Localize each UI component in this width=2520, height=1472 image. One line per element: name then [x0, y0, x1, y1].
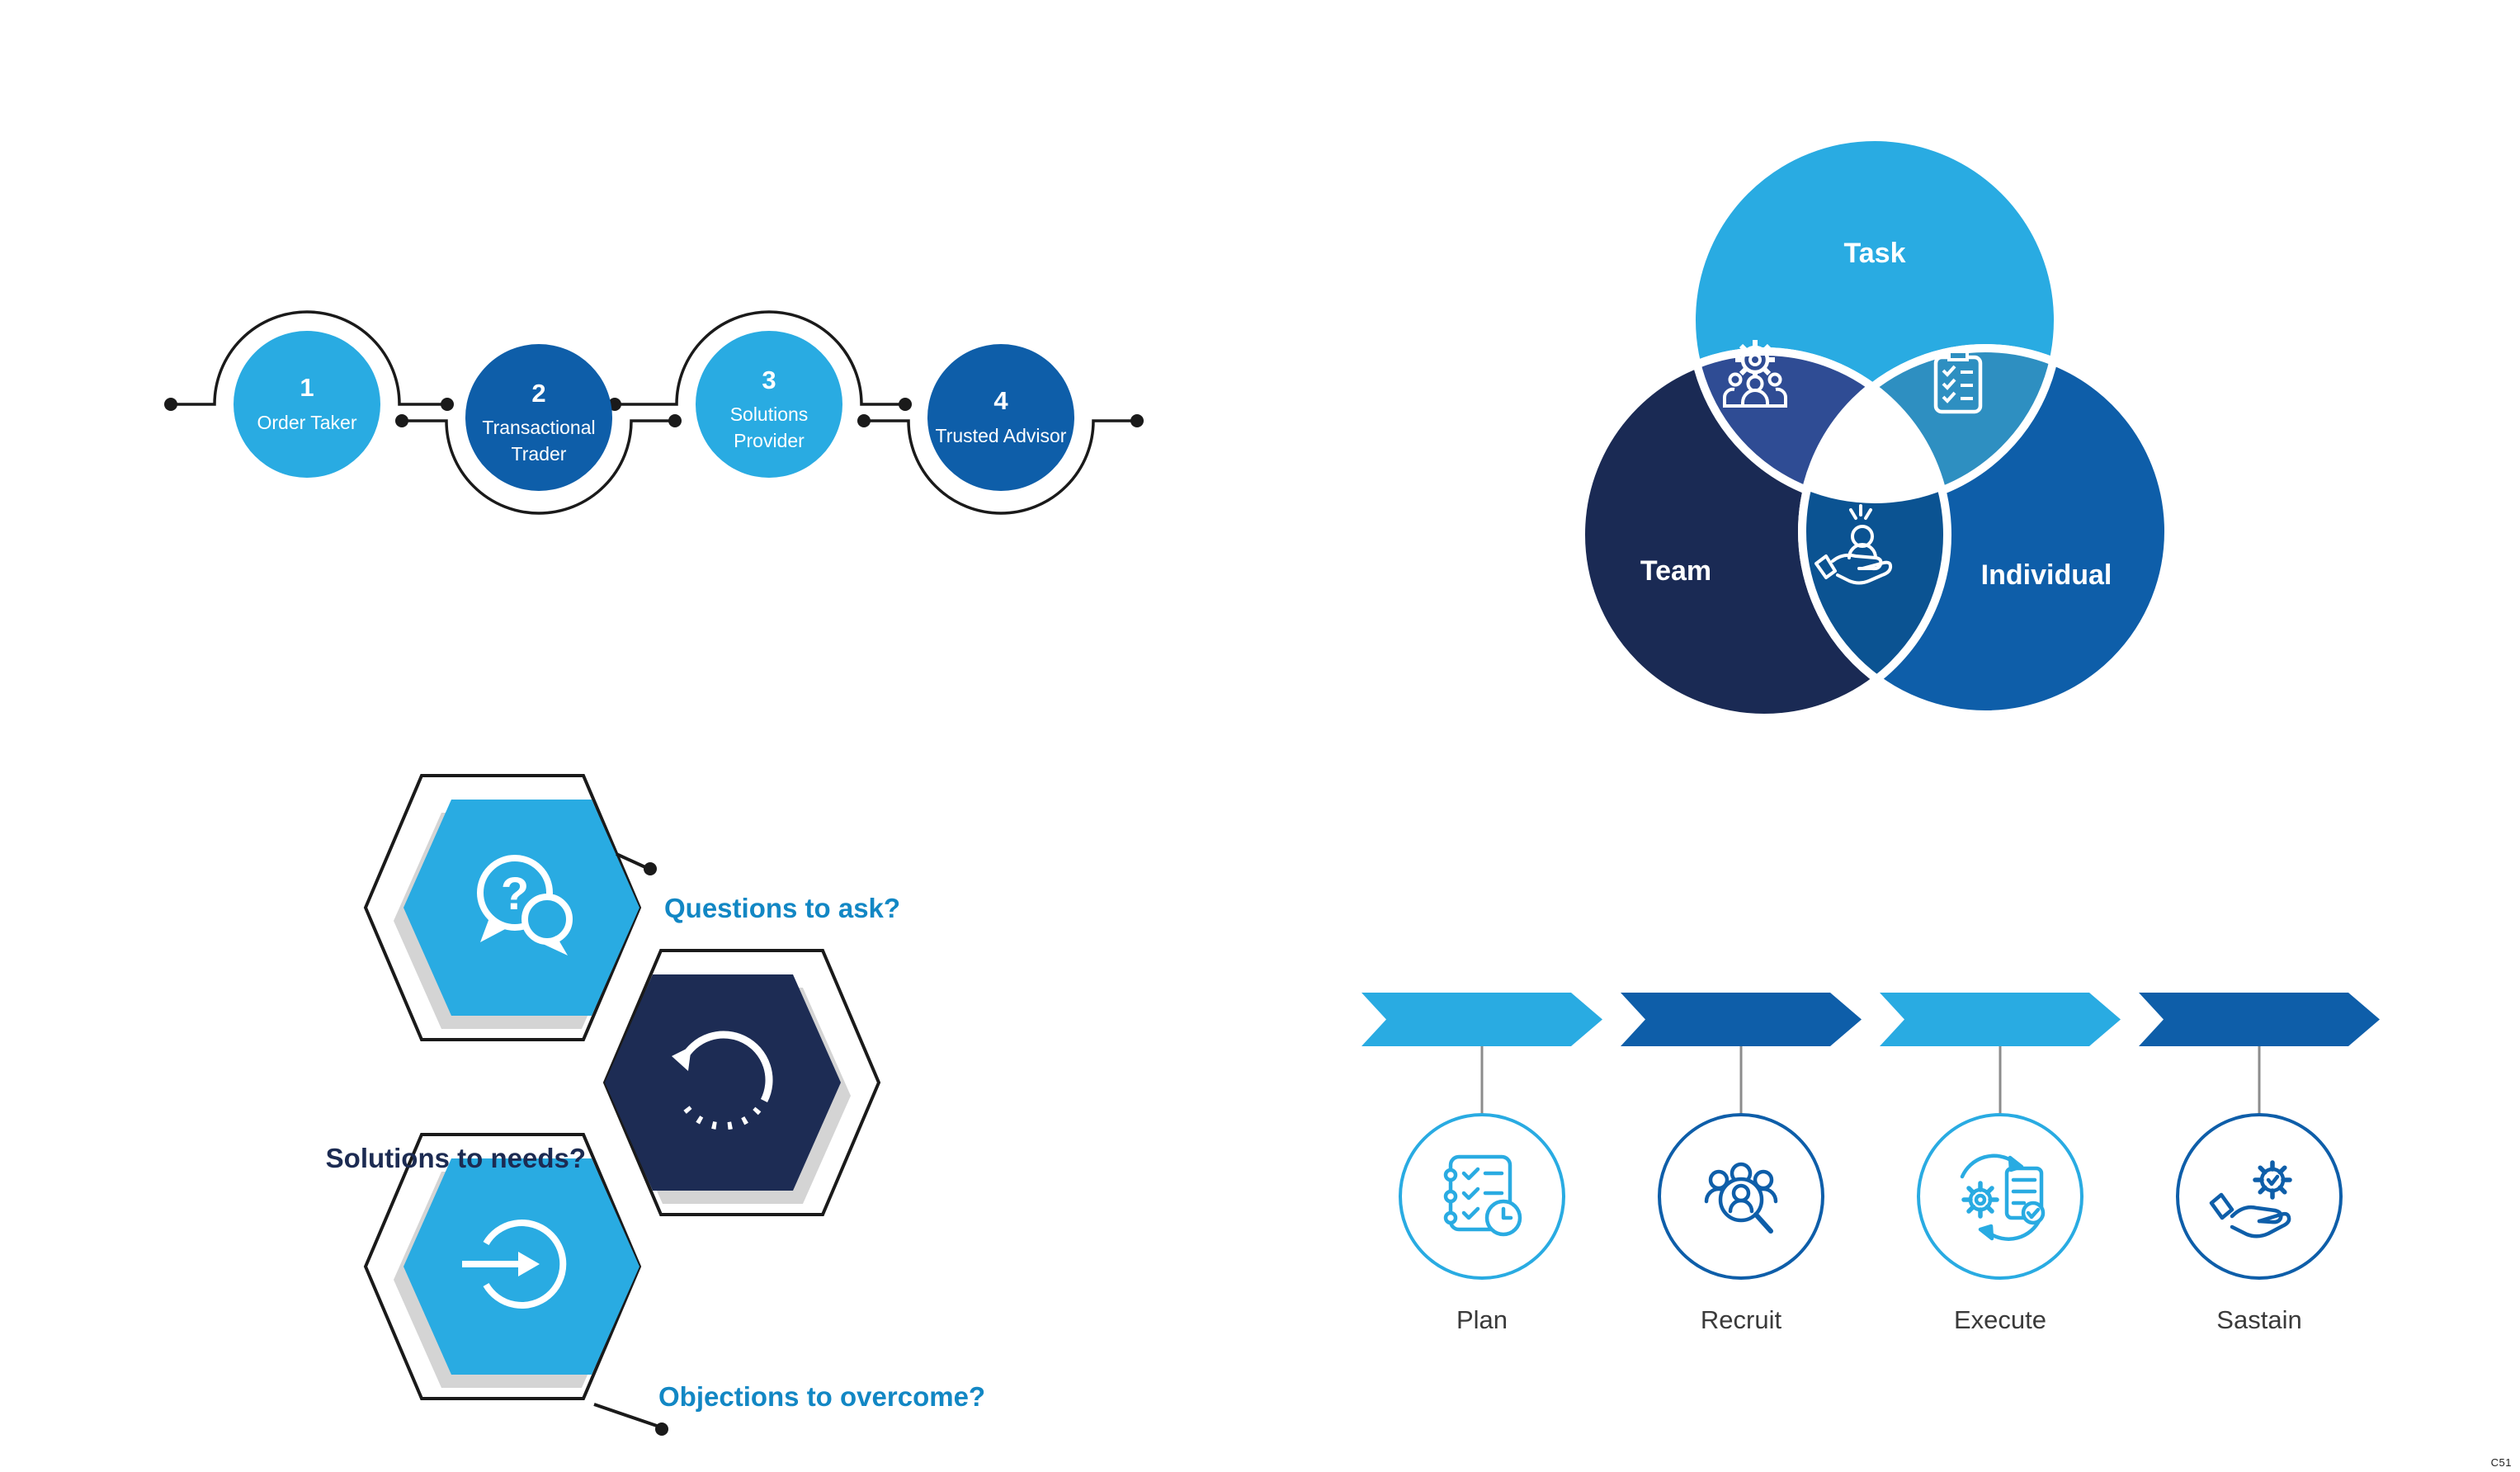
- step-4-label: Trusted Advisor: [936, 425, 1067, 446]
- step-2-number: 2: [531, 379, 545, 408]
- timeline-stage-execute: Execute: [1917, 1113, 2083, 1334]
- plan-circle: [1399, 1113, 1565, 1280]
- step-4-number: 4: [993, 386, 1008, 415]
- venn-team-label: Team: [1640, 555, 1711, 587]
- hex-3-label: Objections to overcome?: [658, 1381, 985, 1412]
- step-connector-path: [171, 310, 1137, 515]
- venn-individual-label: Individual: [1981, 559, 2112, 591]
- hex-questions-to-ask: ?: [363, 774, 657, 1041]
- timeline-stage-recruit: Recruit: [1658, 1113, 1824, 1334]
- task-checklist-icon: [1933, 350, 1983, 414]
- cycle-refresh-icon: [672, 1031, 773, 1130]
- timeline-arrow-3: [1880, 993, 2121, 1046]
- hex-solutions-to-needs: [602, 949, 881, 1216]
- step-2-label-line2: Trader: [512, 443, 567, 465]
- timeline-arrow-4: [2139, 993, 2380, 1046]
- step-1-circle: [234, 331, 380, 478]
- step-1-order-taker: 1 Order Taker: [234, 331, 380, 478]
- venn-task-label: Task: [1844, 238, 1906, 269]
- hex-2-label: Solutions to needs?: [326, 1143, 586, 1173]
- step-2-transactional-trader: 2 Transactional Trader: [465, 344, 612, 491]
- people-magnifier-icon: [1704, 1162, 1778, 1234]
- question-chat-bubbles-icon: ?: [477, 855, 573, 955]
- sastain-circle: [2176, 1113, 2343, 1280]
- hand-gear-check-icon: [2209, 1160, 2292, 1238]
- team-gear-people-icon: [1723, 340, 1787, 408]
- hex-1-fill: [403, 800, 639, 1016]
- timeline-arrow-2: [1621, 993, 1862, 1046]
- hex-2-outline: [602, 949, 881, 1216]
- recruit-label: Recruit: [1701, 1305, 1782, 1334]
- step-3-label-line2: Provider: [734, 430, 805, 451]
- step-2-label-line1: Transactional: [482, 417, 595, 438]
- plan-label: Plan: [1456, 1305, 1508, 1334]
- step-3-number: 3: [762, 366, 776, 394]
- arrow-enter-circle-icon: [462, 1220, 567, 1309]
- gear-document-sync-icon: [1960, 1154, 2046, 1241]
- venn-center-region: [1797, 351, 1947, 503]
- sastain-label: Sastain: [2216, 1305, 2301, 1334]
- step-3-label-line1: Solutions: [730, 403, 809, 425]
- step-3-solutions-provider: 3 Solutions Provider: [696, 331, 842, 478]
- hex-objections-to-overcome: [363, 1133, 668, 1436]
- timeline-stage-plan: Plan: [1399, 1113, 1565, 1334]
- connector-dots: [164, 398, 1144, 427]
- individual-care-icon: [1814, 504, 1893, 585]
- page-code: C51: [2490, 1456, 2512, 1469]
- timeline-arrow-1: [1361, 993, 1602, 1046]
- step-4-trusted-advisor: 4 Trusted Advisor: [927, 344, 1074, 491]
- notepad-checklist-clock-icon: [1443, 1154, 1522, 1237]
- execute-circle: [1917, 1113, 2083, 1280]
- venn-diagram: Task Team Individual: [1577, 133, 2173, 722]
- timeline-stems: [1480, 1046, 2261, 1115]
- seller-progression-diagram: 1 Order Taker 2 Transactional Trader 3 S…: [164, 310, 1144, 515]
- step-2-circle: [465, 344, 612, 491]
- timeline-diagram: Plan Recruit: [1361, 993, 2380, 1334]
- step-3-circle: [696, 331, 842, 478]
- step-1-label: Order Taker: [257, 412, 356, 433]
- timeline-stage-sastain: Sastain: [2176, 1113, 2343, 1334]
- step-1-number: 1: [300, 373, 314, 402]
- hex-2-fill: [605, 974, 841, 1191]
- step-4-circle: [927, 344, 1074, 491]
- execute-label: Execute: [1954, 1305, 2046, 1334]
- hex-questions-diagram: ?: [326, 774, 985, 1436]
- hex-1-label: Questions to ask?: [664, 893, 900, 923]
